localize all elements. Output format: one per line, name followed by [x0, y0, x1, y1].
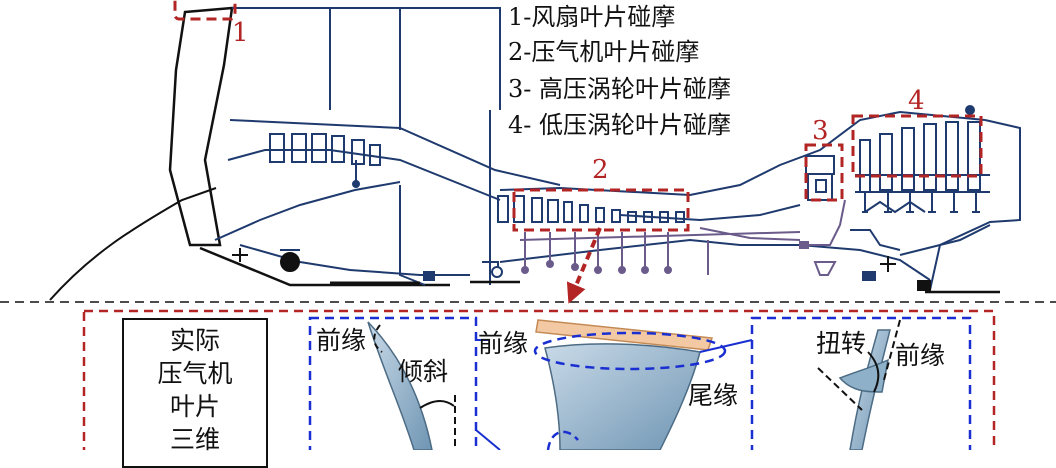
- legend-item-hp-turbine: 3- 高压涡轮叶片碰摩: [508, 75, 732, 103]
- region-number-2: 2: [592, 155, 609, 185]
- rub-region-2: [512, 188, 690, 232]
- region-number-3: 3: [812, 116, 829, 146]
- side-label-line: 实际: [169, 326, 220, 355]
- legend-item-lp-turbine: 4- 低压涡轮叶片碰摩: [508, 111, 732, 139]
- blade-tilted: [367, 321, 433, 450]
- rub-region-1: [173, 0, 237, 21]
- region-number-1: 1: [232, 18, 249, 48]
- blade-detail-boxes: [308, 316, 972, 450]
- nacelle-outline: [49, 187, 217, 301]
- zoom-arrow: [566, 227, 602, 304]
- label-twist: 扭转: [816, 329, 867, 358]
- rub-region-3: [804, 143, 844, 202]
- fan-blade: [168, 6, 234, 247]
- rub-regions: [173, 0, 983, 232]
- detail-panel-frame: [82, 309, 996, 450]
- region-number-4: 4: [908, 86, 925, 116]
- side-label-line: 三维: [169, 425, 220, 454]
- engine-diagram: [0, 0, 1056, 450]
- label-tilt: 倾斜: [398, 357, 449, 386]
- label-leading-edge-3: 前缘: [895, 341, 946, 370]
- legend-item-compressor: 2-压气机叶片碰摩: [508, 38, 700, 66]
- blade-3d: [544, 343, 701, 450]
- rub-region-4: [851, 114, 983, 178]
- label-leading-edge-1: 前缘: [316, 326, 367, 355]
- label-trailing-edge: 尾缘: [688, 381, 739, 410]
- side-label-line: 叶片: [169, 392, 220, 421]
- side-label-box: 实际 压气机 叶片 三维: [122, 318, 268, 468]
- label-leading-edge-2: 前缘: [478, 329, 529, 358]
- legend-item-fan: 1-风扇叶片碰摩: [508, 3, 676, 31]
- side-label-line: 压气机: [157, 359, 233, 388]
